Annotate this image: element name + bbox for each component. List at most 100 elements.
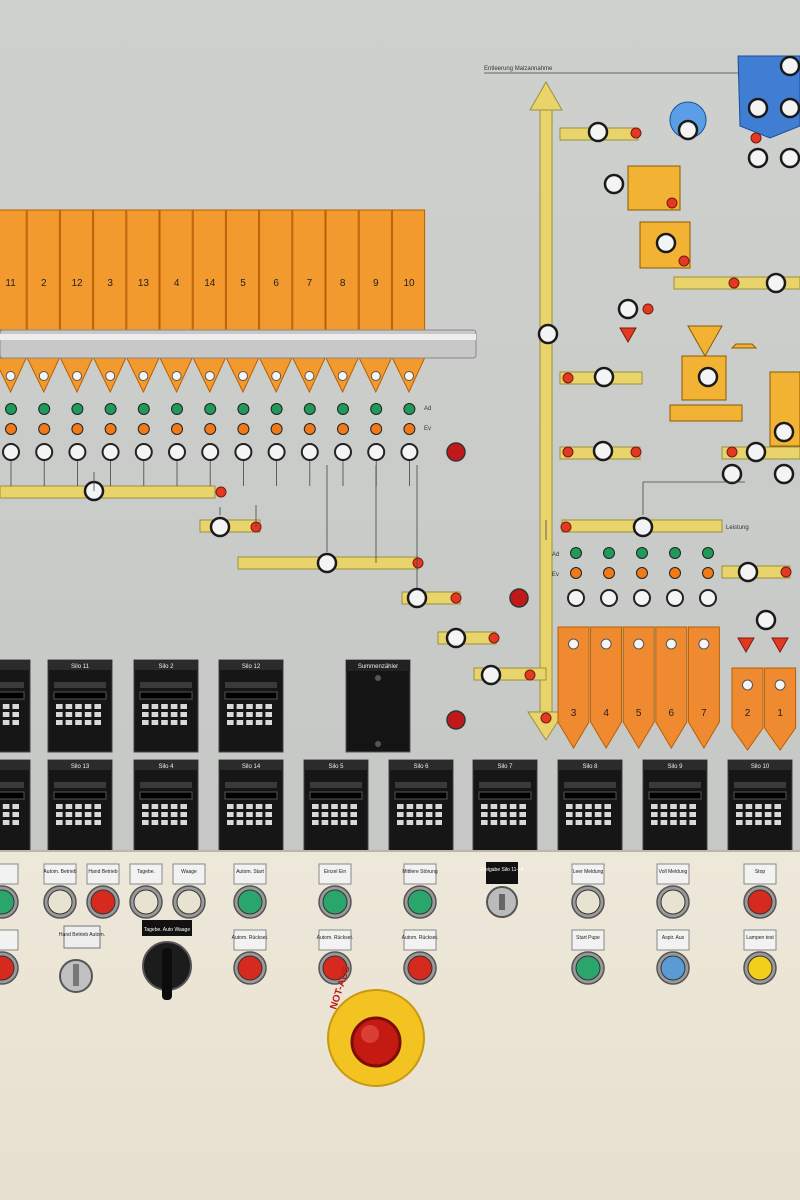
meter-key[interactable] [500, 820, 507, 825]
meter-key[interactable] [594, 804, 602, 809]
meter-key[interactable] [660, 804, 668, 809]
top-button-7[interactable] [407, 889, 433, 915]
meter-key[interactable] [170, 712, 178, 717]
meter-key[interactable] [575, 820, 583, 825]
meter-key[interactable] [660, 812, 668, 817]
meter-key[interactable] [170, 804, 178, 809]
bottom-button-5[interactable] [660, 955, 686, 981]
meter-key[interactable] [764, 804, 772, 809]
meter-key[interactable] [670, 812, 677, 817]
meter-key[interactable] [75, 804, 82, 809]
meter-key[interactable] [94, 812, 101, 817]
meter-key[interactable] [75, 820, 82, 825]
meter-key[interactable] [604, 820, 611, 825]
meter-key[interactable] [312, 804, 319, 809]
meter-key[interactable] [509, 812, 517, 817]
meter-key[interactable] [679, 820, 687, 825]
meter-key[interactable] [321, 812, 329, 817]
top-button-4[interactable] [176, 889, 202, 915]
meter-key[interactable] [651, 804, 658, 809]
meter-key[interactable] [255, 820, 263, 825]
bottom-button-6[interactable] [747, 955, 773, 981]
meter-key[interactable] [2, 820, 10, 825]
meter-key[interactable] [679, 812, 687, 817]
meter-key[interactable] [56, 804, 63, 809]
meter-key[interactable] [350, 812, 357, 817]
meter-key[interactable] [509, 804, 517, 809]
top-button-1[interactable] [47, 889, 73, 915]
meter-key[interactable] [745, 804, 753, 809]
meter-key[interactable] [416, 804, 423, 809]
meter-key[interactable] [12, 712, 19, 717]
meter-key[interactable] [56, 720, 63, 725]
meter-key[interactable] [519, 804, 526, 809]
meter-key[interactable] [745, 820, 753, 825]
meter-key[interactable] [56, 704, 63, 709]
meter-key[interactable] [435, 812, 442, 817]
meter-key[interactable] [755, 820, 762, 825]
top-button-8[interactable] [575, 889, 601, 915]
meter-key[interactable] [161, 804, 168, 809]
meter-key[interactable] [151, 712, 159, 717]
top-button-0[interactable] [0, 889, 15, 915]
meter-key[interactable] [425, 820, 433, 825]
meter-key[interactable] [755, 804, 762, 809]
meter-key[interactable] [142, 812, 149, 817]
top-button-9[interactable] [660, 889, 686, 915]
meter-key[interactable] [416, 820, 423, 825]
meter-key[interactable] [651, 820, 658, 825]
meter-key[interactable] [509, 820, 517, 825]
meter-key[interactable] [321, 804, 329, 809]
meter-key[interactable] [246, 720, 253, 725]
meter-key[interactable] [180, 712, 187, 717]
meter-key[interactable] [142, 804, 149, 809]
meter-key[interactable] [161, 704, 168, 709]
meter-key[interactable] [265, 720, 272, 725]
meter-key[interactable] [689, 812, 696, 817]
meter-key[interactable] [312, 820, 319, 825]
meter-key[interactable] [406, 812, 414, 817]
meter-key[interactable] [406, 804, 414, 809]
bottom-button-0[interactable] [0, 955, 15, 981]
meter-key[interactable] [65, 704, 73, 709]
meter-key[interactable] [75, 720, 82, 725]
bottom-button-3[interactable] [407, 955, 433, 981]
meter-key[interactable] [594, 820, 602, 825]
meter-key[interactable] [227, 712, 234, 717]
meter-key[interactable] [585, 812, 592, 817]
meter-key[interactable] [604, 804, 611, 809]
meter-key[interactable] [679, 804, 687, 809]
meter-key[interactable] [425, 804, 433, 809]
meter-key[interactable] [84, 712, 92, 717]
meter-key[interactable] [265, 704, 272, 709]
meter-key[interactable] [151, 820, 159, 825]
meter-key[interactable] [161, 720, 168, 725]
meter-key[interactable] [246, 812, 253, 817]
top-button-2[interactable] [90, 889, 116, 915]
meter-key[interactable] [170, 704, 178, 709]
meter-key[interactable] [236, 720, 244, 725]
meter-key[interactable] [604, 812, 611, 817]
meter-key[interactable] [151, 812, 159, 817]
meter-key[interactable] [340, 812, 348, 817]
meter-key[interactable] [670, 804, 677, 809]
meter-key[interactable] [651, 812, 658, 817]
meter-key[interactable] [500, 812, 507, 817]
meter-key[interactable] [227, 820, 234, 825]
meter-key[interactable] [519, 812, 526, 817]
meter-key[interactable] [397, 820, 404, 825]
emergency-stop-button[interactable] [350, 1016, 402, 1068]
meter-key[interactable] [594, 812, 602, 817]
meter-key[interactable] [180, 820, 187, 825]
meter-key[interactable] [246, 820, 253, 825]
meter-key[interactable] [246, 712, 253, 717]
meter-key[interactable] [151, 704, 159, 709]
meter-key[interactable] [84, 820, 92, 825]
meter-key[interactable] [689, 820, 696, 825]
meter-key[interactable] [170, 812, 178, 817]
meter-key[interactable] [12, 804, 19, 809]
meter-key[interactable] [65, 712, 73, 717]
meter-key[interactable] [519, 820, 526, 825]
meter-key[interactable] [312, 812, 319, 817]
meter-key[interactable] [331, 812, 338, 817]
